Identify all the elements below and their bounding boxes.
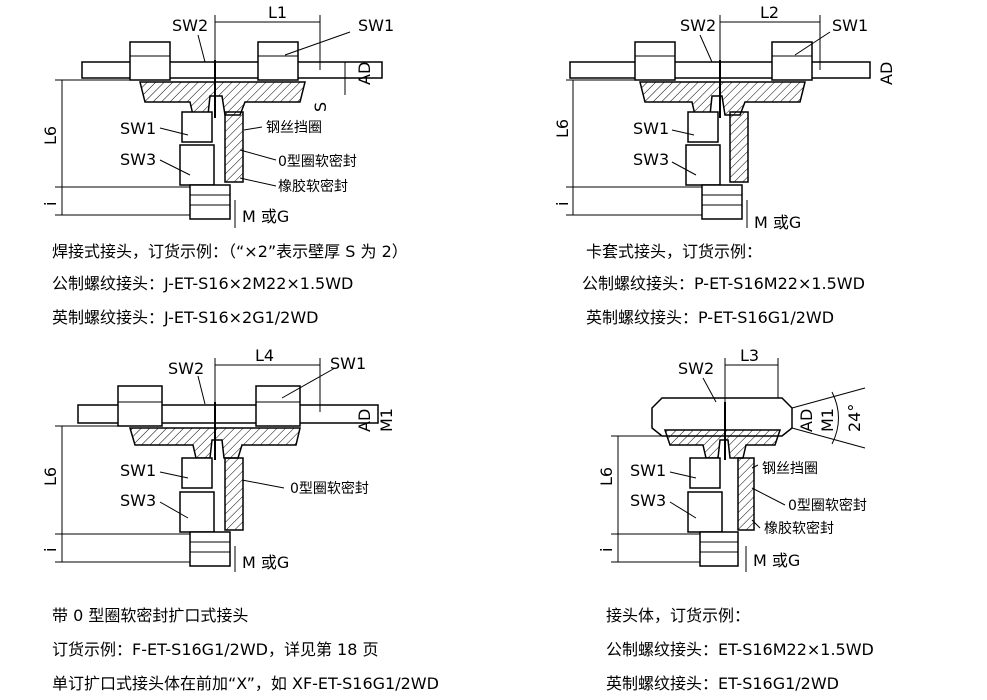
i-label: i	[553, 202, 572, 206]
ad-label: AD	[355, 62, 374, 85]
caption-line-1: 带 0 型圈软密封扩口式接头	[52, 606, 249, 625]
ferrule-tee-drawing: SW2 SW1 L2 AD L6 i SW1 SW3 M 或G	[553, 3, 896, 232]
l6-label: L6	[553, 119, 572, 138]
i-label: i	[41, 548, 60, 552]
angle-label: 24°	[845, 404, 864, 432]
s-label: S	[311, 102, 330, 112]
sw1-body-label: SW1	[633, 119, 669, 138]
rubber-seal-label: 橡胶软密封	[278, 178, 348, 195]
thread-label: M 或G	[242, 207, 289, 226]
thread-label: M 或G	[754, 213, 801, 232]
sw1-top-label: SW1	[832, 16, 868, 35]
dim-top-label: L3	[740, 346, 759, 365]
caption-line-3: 单订扩口式接头体在前加“X”，如 XF-ET-S16G1/2WD	[52, 674, 439, 693]
dim-top-label: L4	[255, 346, 274, 365]
oring-seal-label: 0型圈软密封	[290, 480, 369, 497]
sw1-body-label: SW1	[120, 461, 156, 480]
panel-body: SW2 L3 AD M1 24° L6 i SW1 SW3 钢丝挡圈 0型圈软密…	[520, 340, 987, 700]
sw1-top-label: SW1	[330, 354, 366, 373]
caption-line-2: 公制螺纹接头：P-ET-S16M22×1.5WD	[582, 274, 865, 293]
l6-label: L6	[597, 467, 616, 486]
l6-label: L6	[41, 126, 60, 145]
rubber-seal-label: 橡胶软密封	[764, 520, 834, 537]
panel-welded: SW2 SW1 L1 AD S L6 i SW1 SW3 钢丝挡圈 0型圈软密封…	[0, 0, 480, 340]
caption-line-1: 焊接式接头，订货示例：（“×2”表示壁厚 S 为 2）	[52, 242, 408, 261]
caption-line-1: 接头体，订货示例：	[606, 606, 751, 625]
body-tee-drawing: SW2 L3 AD M1 24° L6 i SW1 SW3 钢丝挡圈 0型圈软密…	[597, 346, 867, 572]
thread-label: M 或G	[242, 553, 289, 572]
caption-line-3: 英制螺纹接头：ET-S16G1/2WD	[606, 674, 839, 693]
panel-ferrule: SW2 SW1 L2 AD L6 i SW1 SW3 M 或G 卡套式接头，订货…	[500, 0, 987, 340]
sw2-label: SW2	[168, 359, 204, 378]
caption-line-3: 英制螺纹接头：P-ET-S16G1/2WD	[586, 308, 835, 327]
sw1-body-label: SW1	[120, 119, 156, 138]
sw1-top-label: SW1	[358, 16, 394, 35]
ad-label: AD	[355, 409, 374, 432]
dim-top-label: L2	[760, 3, 779, 22]
thread-label: M 或G	[753, 551, 800, 570]
steel-ring-label: 钢丝挡圈	[762, 461, 818, 477]
caption-line-2: 公制螺纹接头：J-ET-S16×2M22×1.5WD	[52, 274, 354, 293]
ad-label: AD	[797, 409, 816, 432]
l6-label: L6	[41, 467, 60, 486]
sw3-label: SW3	[633, 150, 669, 169]
steel-ring-label: 钢丝挡圈	[266, 120, 322, 136]
sw3-label: SW3	[630, 491, 666, 510]
i-label: i	[41, 202, 60, 206]
sw1-body-label: SW1	[630, 461, 666, 480]
sw3-label: SW3	[120, 150, 156, 169]
dim-top-label: L1	[268, 3, 287, 22]
flared-tee-drawing: SW2 SW1 L4 AD M1 L6 i SW1 SW3 0型圈软密封 M 或…	[41, 346, 396, 572]
sw2-label: SW2	[680, 16, 716, 35]
sw3-label: SW3	[120, 491, 156, 510]
panel-flared: SW2 SW1 L4 AD M1 L6 i SW1 SW3 0型圈软密封 M 或…	[0, 340, 520, 700]
sw2-label: SW2	[678, 359, 714, 378]
sw2-label: SW2	[172, 16, 208, 35]
caption-line-2: 公制螺纹接头：ET-S16M22×1.5WD	[606, 640, 874, 659]
oring-seal-label: 0型圈软密封	[278, 153, 357, 170]
caption-line-2: 订货示例：F-ET-S16G1/2WD，详见第 18 页	[52, 640, 379, 659]
m1-label: M1	[818, 408, 837, 432]
m1-label: M1	[377, 408, 396, 432]
ad-label: AD	[877, 62, 896, 85]
caption-line-1: 卡套式接头，订货示例：	[586, 242, 763, 261]
oring-seal-label: 0型圈软密封	[788, 497, 867, 514]
i-label: i	[597, 548, 616, 552]
welded-tee-drawing: SW2 SW1 L1 AD S L6 i SW1 SW3 钢丝挡圈 0型圈软密封…	[41, 3, 394, 228]
caption-line-3: 英制螺纹接头：J-ET-S16×2G1/2WD	[52, 308, 319, 327]
